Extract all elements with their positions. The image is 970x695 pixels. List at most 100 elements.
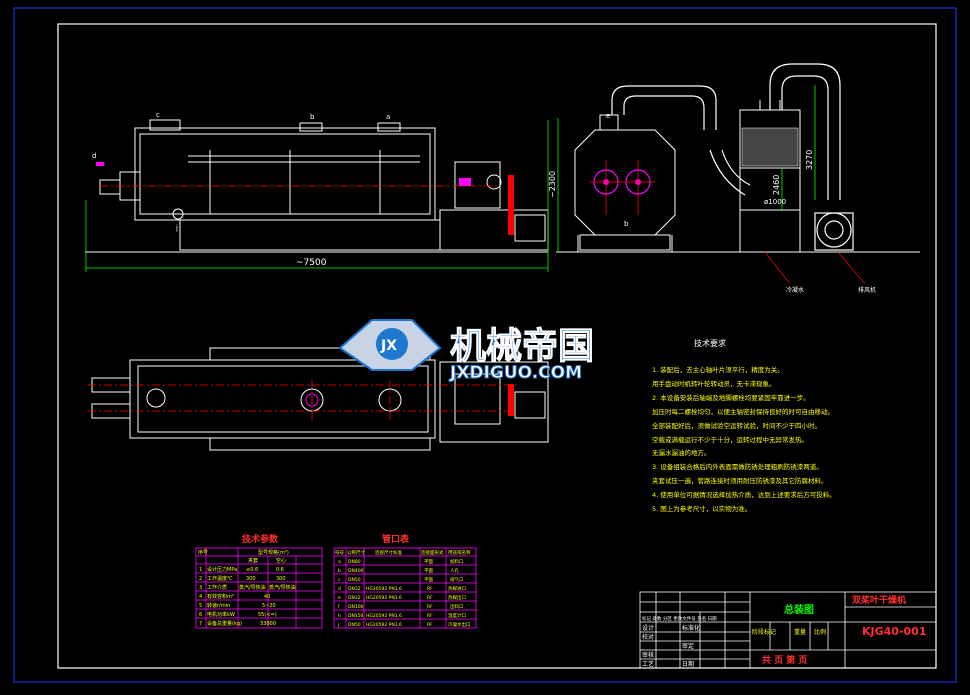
nozzle-cell: RF: [427, 586, 433, 592]
params-cell: ≤0.6: [246, 567, 258, 573]
nozzle-header: 公称尺寸: [347, 549, 365, 556]
nozzle-cell: 热媒出口: [448, 594, 466, 601]
outer-border: [13, 7, 957, 683]
nozzle-cell: h: [338, 613, 341, 619]
drawing-number: KJG40-001: [862, 625, 926, 638]
nozzle-cell: 冷凝水出口: [448, 621, 471, 628]
params-cell: 5: [199, 603, 202, 609]
watermark-badge-text: JX: [380, 338, 397, 354]
product-name: 双桨叶干燥机: [852, 594, 906, 606]
overall-length-dimension: [85, 120, 549, 272]
title-block-grid: [639, 591, 937, 669]
sheet-info: 共 页 第 页: [762, 654, 807, 666]
params-cell: 工作介质: [207, 584, 227, 591]
title-row-label-check: 校对: [642, 633, 654, 641]
dryer-side-elevation: [85, 119, 549, 253]
nozzle-cell: 平面: [424, 559, 433, 565]
dryer-end-elevation: [556, 114, 700, 253]
params-cell: 转速r/min: [207, 602, 230, 609]
params-header: 型号规格(m²): [258, 549, 289, 556]
part-letter-d: d: [92, 152, 96, 160]
nozzle-cell: c: [338, 578, 341, 583]
end-view-centerlines: [590, 160, 655, 215]
diameter-1000-label: ø1000: [764, 198, 786, 206]
nozzle-cell: d: [338, 586, 341, 592]
motor: [514, 214, 546, 242]
tech-requirements-lines: 1. 装配后，去主心轴叶片须平行，精度为关。 用手盘动时机转叶轮转动灵，无卡滞现…: [652, 365, 836, 513]
nozzle-cell: HG20592 PN1.6: [366, 595, 402, 601]
title-cell-standard: 标准化: [682, 624, 700, 632]
params-header: 序号: [198, 549, 208, 556]
title-block-labels: 设计 校对 审核 工艺 标记 处数 分区 更改文件号 签名 日期 标准化 审定 …: [642, 615, 826, 668]
tower-dimensions: [781, 85, 816, 210]
nozzle-cell: 出料口: [450, 603, 464, 610]
watermark-chinese: 机械帝国: [450, 326, 594, 367]
tech-req-line: 2. 本设备安装后轴端及地脚螺栓均要紧固牢靠进一步。: [652, 393, 810, 402]
params-cell: 蒸汽/导热油: [239, 584, 266, 591]
nozzle-cell: DN50: [348, 577, 361, 583]
nozzle-cell: 排气口: [450, 576, 464, 583]
tech-req-line: 用手盘动时机转叶轮转动灵，无卡滞现象。: [652, 379, 776, 388]
title-cell-stage: 阶段标记: [752, 628, 776, 636]
params-cell: 33000: [260, 621, 276, 627]
tech-req-line: 夹套试压一遍，管路连接时须用耐压防锈漆及其它防腐材料。: [652, 476, 828, 485]
title-revision-header: 标记 处数 分区 更改文件号 签名 日期: [642, 615, 717, 622]
title-cell-weight: 重量: [794, 628, 806, 636]
nozzle-cell: DN150: [348, 613, 364, 619]
params-subheader: 夹套: [248, 557, 258, 564]
params-table-text: 序号 型号规格(m²) 夹套 空心 1 设计压力MPa ≤0.6 0.6 2 工…: [198, 549, 296, 627]
nozzle-c-top: [149, 119, 181, 131]
tech-req-line: 5. 图上为参考尺寸，以实物为准。: [652, 504, 751, 513]
plan-belt: [508, 384, 514, 416]
params-cell: 电机功率kW: [207, 611, 235, 618]
height-2460-label: 2460: [772, 175, 781, 195]
title-cell-date: 日期: [682, 660, 694, 668]
tech-req-line: 1. 装配后，去主心轴叶片须平行，精度为关。: [652, 365, 784, 374]
params-cell: 300: [246, 576, 256, 582]
exhaust-fan: [814, 212, 854, 251]
title-row-label-design: 设计: [642, 624, 654, 632]
tech-req-line: 空载或满载运行不少于十分，运转过程中无异常发热。: [652, 435, 808, 444]
part-letter-j: j: [175, 224, 178, 232]
exhaust-duct: [611, 85, 751, 196]
drawing-frame: [57, 23, 937, 669]
nozzle-cell: HG20592 PN1.6: [366, 622, 402, 628]
nozzle-cell: HG20592 PN1.6: [366, 613, 402, 619]
callout-exhaust-fan: 排风机: [858, 286, 876, 294]
params-cell: 设计压力MPa: [207, 566, 237, 573]
params-cell: 6: [199, 612, 202, 618]
tech-requirements-title: 技术要求: [694, 338, 726, 348]
drive-base: [439, 209, 549, 251]
params-cell: 3: [199, 585, 202, 591]
nozzle-cell: DN100: [348, 604, 364, 610]
part-letter-b: b: [310, 113, 315, 121]
nozzle-cell: RF: [427, 613, 433, 619]
nozzle-cell: DN32: [348, 586, 361, 592]
params-cell: 300: [276, 576, 286, 582]
nozzle-cell: DN32: [348, 595, 361, 601]
nozzle-cell: a: [338, 560, 341, 565]
title-row-label-review: 审核: [642, 651, 654, 659]
nozzle-cell: DN50: [348, 622, 361, 628]
params-cell: 40: [264, 594, 270, 600]
tech-req-line: 全部装配好后，须做试验空运转试验，时间不少于四小时。: [652, 421, 821, 430]
params-cell: 55(<=): [258, 612, 277, 618]
params-cell: 5~20: [262, 603, 276, 609]
support-frame: [179, 219, 441, 251]
part-letter-e: e: [606, 112, 610, 120]
drive-belt: [96, 162, 514, 235]
watermark-logo: JX: [338, 319, 442, 371]
nozzle-header: 连接尺寸标准: [375, 549, 402, 556]
params-cell: 1: [199, 567, 202, 573]
title-row-label-process: 工艺: [642, 660, 654, 668]
nozzle-cell: b: [338, 568, 341, 574]
nozzle-cell: RF: [427, 622, 433, 628]
drawing-name: 总装图: [784, 603, 814, 616]
part-letter-b-end: b: [624, 220, 629, 228]
params-cell: 0.6: [276, 567, 284, 573]
nozzle-cell: f: [338, 604, 340, 610]
callout-condensate: 冷凝水: [786, 286, 804, 294]
title-cell-approve: 审定: [682, 642, 694, 650]
nozzle-cell: 热媒进口: [448, 585, 466, 592]
